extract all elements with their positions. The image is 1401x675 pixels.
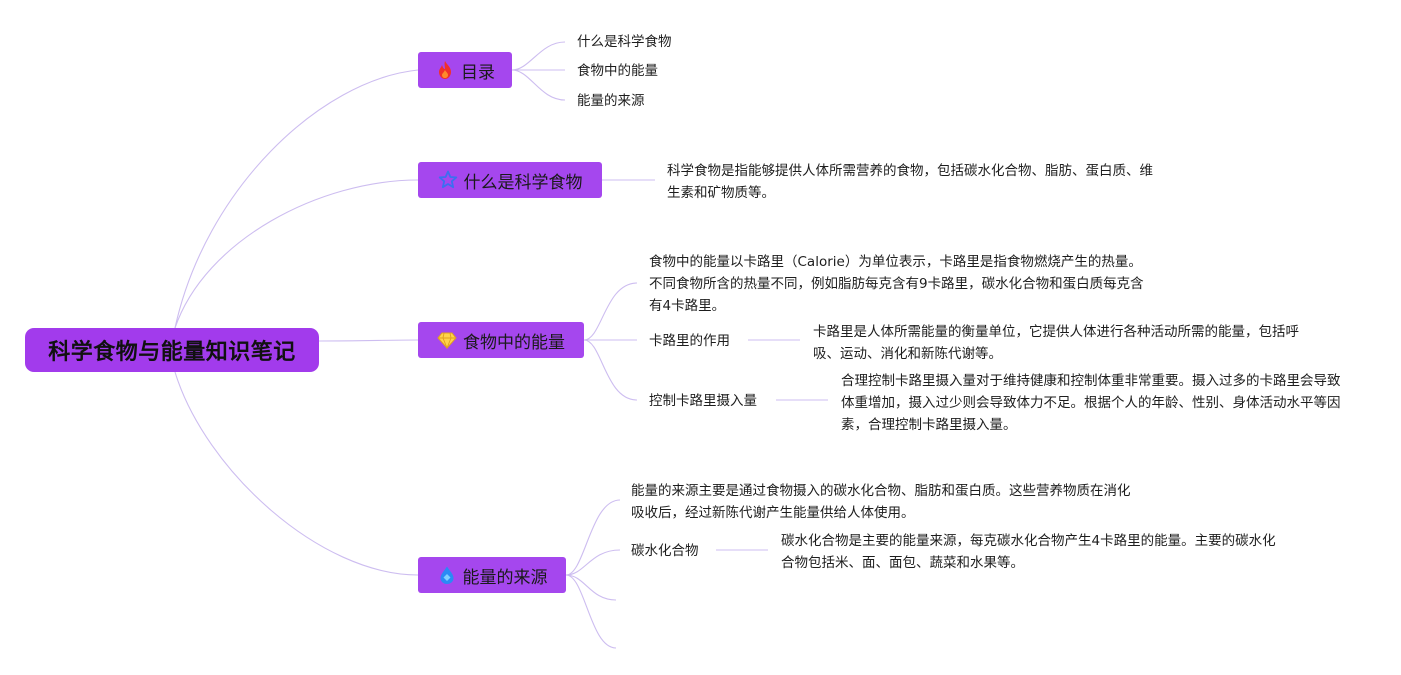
diamond-icon [437,330,457,350]
calorie-control-description: 合理控制卡路里摄入量对于维持健康和控制体重非常重要。摄入过多的卡路里会导致体重增… [841,373,1341,433]
topic-energy[interactable]: 食物中的能量 [418,322,584,358]
toc-item[interactable]: 食物中的能量 [577,63,658,79]
edge-toc-item3 [511,69,566,101]
star-icon [438,170,458,190]
topic-source[interactable]: 能量的来源 [418,557,566,593]
topic-toc-label: 目录 [461,62,495,83]
source-description: 能量的来源主要是通过食物摄入的碳水化合物、脂肪和蛋白质。这些营养物质在消化吸收后… [631,483,1131,521]
root-node[interactable]: 科学食物与能量知识笔记 [25,328,319,372]
calorie-control-label[interactable]: 控制卡路里摄入量 [649,393,757,409]
edge-energy-control [583,339,638,401]
water-drop-icon [437,565,457,585]
topic-source-label: 能量的来源 [462,567,548,588]
edge-toc-item1 [511,41,566,71]
edge-source-empty1 [565,574,617,601]
energy-description: 食物中的能量以卡路里（Calorie）为单位表示，卡路里是指食物燃烧产生的热量。… [649,254,1144,314]
edge-energy-desc [583,282,638,341]
edge-root-source [174,371,419,576]
carbs-label[interactable]: 碳水化合物 [631,543,699,559]
calorie-role-description: 卡路里是人体所需能量的衡量单位，它提供人体进行各种活动所需的能量，包括呼吸、运动… [813,324,1299,362]
topic-what[interactable]: 什么是科学食物 [418,162,602,198]
fire-icon [435,60,455,80]
edge-root-what [174,179,419,329]
root-title: 科学食物与能量知识笔记 [48,340,296,365]
edge-root-energy [318,339,419,342]
toc-item[interactable]: 什么是科学食物 [577,34,672,50]
carbs-description: 碳水化合物是主要的能量来源，每克碳水化合物产生4卡路里的能量。主要的碳水化合物包… [781,533,1276,571]
topic-toc[interactable]: 目录 [418,52,512,88]
toc-item[interactable]: 能量的来源 [577,93,645,109]
edge-source-desc [565,499,621,576]
topic-energy-label: 食物中的能量 [463,332,565,353]
edge-root-toc [174,69,419,329]
topic-what-label: 什么是科学食物 [463,172,583,193]
edge-source-empty2 [565,574,617,649]
calorie-role-label[interactable]: 卡路里的作用 [649,333,730,349]
edge-source-carbs [565,549,621,576]
what-description: 科学食物是指能够提供人体所需营养的食物，包括碳水化合物、脂肪、蛋白质、维生素和矿… [667,163,1153,201]
